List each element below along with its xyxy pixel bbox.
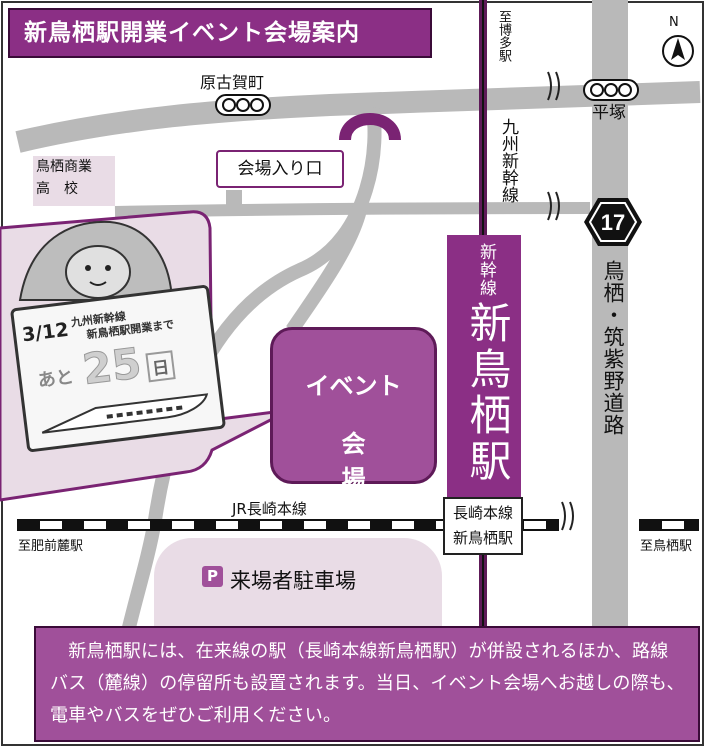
north-label: N	[669, 15, 679, 30]
train-illustration	[41, 393, 209, 434]
road-breaks	[547, 71, 574, 531]
parking-label: 来場者駐車場	[230, 569, 356, 593]
north-arrow-icon	[662, 35, 694, 67]
venue-label-line1: イベント	[305, 372, 402, 400]
local-station-line2: 新鳥栖駅	[452, 529, 513, 547]
label-to-tosu: 至鳥栖駅	[640, 539, 693, 554]
countdown-date: 3/12	[20, 318, 70, 347]
countdown-number: 25	[79, 338, 144, 395]
local-station-box: 長崎本線 新鳥栖駅	[443, 497, 523, 555]
break-mark-3	[561, 501, 574, 531]
label-kyushu-shinkansen: 九州新幹線	[498, 118, 518, 203]
route-17-shield-inner	[588, 202, 638, 242]
road-east-west	[15, 81, 701, 153]
mascot-illustration	[18, 220, 174, 301]
countdown-prefix: あと	[36, 366, 75, 392]
label-jr-nagasaki-line: JR長崎本線	[232, 500, 307, 518]
shinkansen-station-type: 新幹線	[476, 243, 496, 297]
shinkansen-station: 新幹線 新鳥栖駅	[447, 235, 521, 499]
label-hiratsuka: 平塚	[592, 103, 626, 123]
break-mark-2	[547, 191, 560, 221]
entrance-arch	[339, 113, 401, 141]
school-label-line2: 高 校	[36, 181, 78, 197]
shinkansen-station-name: 新鳥栖駅	[463, 301, 512, 485]
label-harakoga: 原古賀町	[200, 73, 265, 92]
road-branch	[286, 208, 367, 334]
countdown-card: 3/12 九州新幹線 新鳥栖駅開業まで あと 25 日	[9, 284, 227, 453]
route-17-number: 17	[601, 210, 625, 235]
countdown-suffix: 日	[145, 350, 176, 383]
event-venue: イベント 会場	[270, 327, 437, 493]
parking-icon: P	[202, 566, 223, 587]
road-mid	[114, 202, 591, 218]
label-to-hakata: 至博多駅	[496, 10, 511, 62]
school-label-line1: 鳥栖商業	[36, 159, 92, 175]
entrance-label: 会場入り口	[216, 150, 344, 188]
break-mark-1	[547, 71, 560, 101]
school-area	[33, 156, 115, 206]
signal-hiratsuka	[583, 79, 639, 101]
label-to-hizen-fumoto: 至肥前麓駅	[18, 539, 84, 554]
local-station-line1: 長崎本線	[452, 504, 513, 522]
venue-label-line2: 会場	[341, 430, 406, 493]
page-title: 新鳥栖駅開業イベント会場案内	[8, 8, 432, 58]
notice-box: 新鳥栖駅には、在来線の駅（長崎本線新鳥栖駅）が併設されるほか、路線バス（麓線）の…	[34, 626, 700, 742]
route-17-shield	[584, 198, 642, 246]
label-tosu-chikushino-road: 鳥栖・筑紫野道路	[601, 260, 625, 436]
signal-harakoga	[215, 94, 271, 116]
